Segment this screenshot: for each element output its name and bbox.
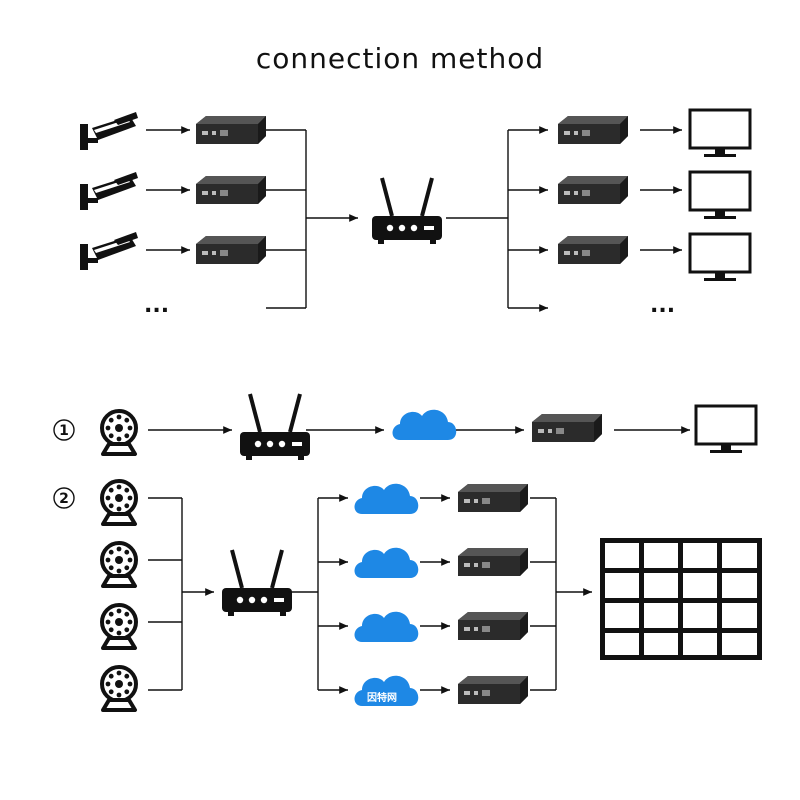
cloud-icon	[354, 611, 419, 642]
monitor-icon	[688, 232, 752, 283]
ellipsis-left: ...	[144, 293, 169, 318]
ellipsis-right: ...	[650, 293, 675, 318]
router-icon	[370, 176, 444, 246]
decoder-box-icon	[458, 484, 528, 512]
diagram-title: connection method	[255, 42, 545, 75]
marker-two-circle	[53, 487, 75, 509]
decoder-box-icon	[558, 176, 628, 204]
encoder-box-icon	[196, 116, 266, 144]
router-icon	[238, 392, 312, 462]
video-wall-icon	[600, 538, 762, 660]
decoder-box-icon	[558, 236, 628, 264]
dome-camera-icon	[100, 409, 138, 456]
cloud-label: 因特网	[367, 691, 397, 704]
decoder-box-icon	[458, 548, 528, 576]
dome-camera-icon	[100, 541, 138, 588]
cloud-icon	[392, 409, 457, 440]
dome-camera-icon	[100, 603, 138, 650]
dome-camera-icon	[100, 665, 138, 712]
decoder-box-icon	[532, 414, 602, 442]
monitor-icon	[688, 170, 752, 221]
router-icon	[220, 548, 294, 618]
monitor-icon	[688, 108, 752, 159]
decoder-box-icon	[458, 612, 528, 640]
cctv-camera-icon	[80, 232, 138, 270]
cctv-camera-icon	[80, 112, 138, 150]
cloud-icon	[354, 483, 419, 514]
dome-camera-icon	[100, 479, 138, 526]
marker-two: 2	[59, 491, 69, 507]
encoder-box-icon	[196, 176, 266, 204]
cctv-camera-icon	[80, 172, 138, 210]
monitor-icon	[694, 404, 758, 455]
marker-one-circle	[53, 419, 75, 441]
marker-one: 1	[59, 423, 69, 439]
decoder-box-icon	[558, 116, 628, 144]
cloud-icon	[354, 547, 419, 578]
decoder-box-icon	[458, 676, 528, 704]
encoder-box-icon	[196, 236, 266, 264]
